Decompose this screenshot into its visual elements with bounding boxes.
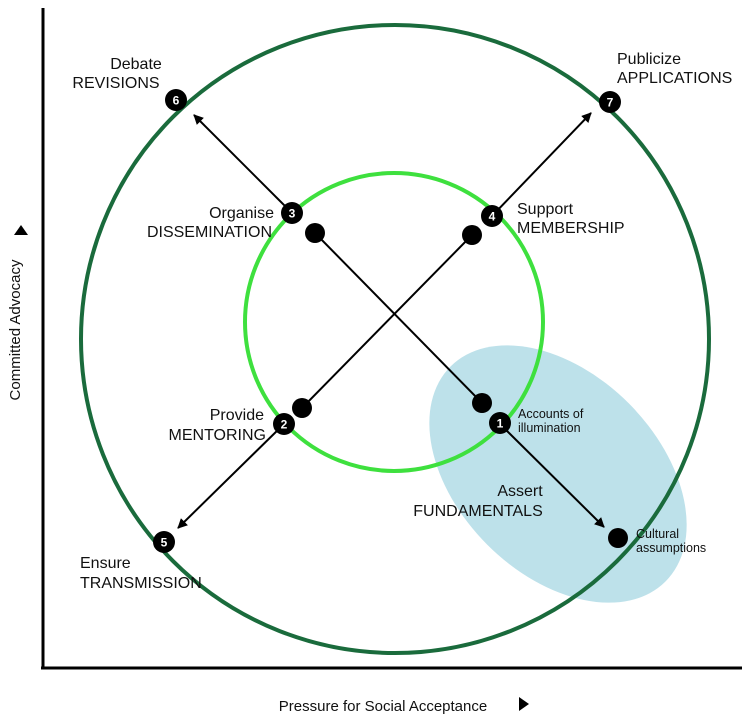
node-4-label-line-2: MEMBERSHIP	[517, 220, 625, 237]
arrow-2-to-5	[177, 423, 285, 529]
node-6: 6	[165, 89, 187, 111]
node-7-number: 7	[607, 96, 614, 110]
node-3-label-line-1: Organise	[209, 205, 274, 222]
node-4-label-line-1: Support	[517, 201, 574, 218]
inner-circle	[243, 171, 545, 473]
dot-lower-left	[292, 398, 312, 418]
node-3-number: 3	[289, 207, 296, 221]
node-2-label-line-2: MENTORING	[169, 427, 266, 444]
node-4: 4	[481, 205, 503, 227]
dot-upper-left	[305, 223, 325, 243]
node-3-label-line-2: DISSEMINATION	[147, 224, 272, 241]
y-axis-title: Committed Advocacy	[7, 259, 24, 400]
node-6-label-line-2: REVISIONS	[72, 75, 159, 92]
node-5-label-line-2: TRANSMISSION	[80, 575, 202, 592]
fundamentals-label-line-1: Assert	[497, 483, 543, 500]
node-1: 1	[489, 412, 511, 434]
arrow-3-to-6	[193, 114, 293, 214]
node-3: 3	[281, 202, 303, 224]
dot-cultural	[608, 528, 628, 548]
cultural-label-line-1: Cultural	[636, 527, 679, 541]
node-5-number: 5	[161, 536, 168, 550]
node-6-number: 6	[173, 94, 180, 108]
y-axis-label: Committed Advocacy	[7, 259, 24, 400]
dot-lower-right	[472, 393, 492, 413]
cultural-label-line-2: assumptions	[636, 541, 706, 555]
arrow-4-to-7	[491, 112, 592, 217]
node-7: 7	[599, 91, 621, 113]
node-1-number: 1	[497, 417, 504, 431]
node-1-label-line-2: illumination	[518, 421, 581, 435]
node-7-label-line-1: Publicize	[617, 51, 681, 68]
node-2-label-line-1: Provide	[210, 407, 264, 424]
node-6-label-line-1: Debate	[110, 56, 162, 73]
node-5-label-line-1: Ensure	[80, 555, 131, 572]
arrow-1-to-cultural	[499, 423, 605, 528]
diagonal-line-3-1	[314, 232, 483, 404]
node-2-number: 2	[281, 418, 288, 432]
node-2: 2	[273, 413, 295, 435]
highlight-ellipse	[429, 345, 687, 603]
y-axis-arrow-icon	[14, 225, 28, 235]
node-4-number: 4	[489, 210, 496, 224]
x-axis-arrow-icon	[519, 697, 529, 711]
outer-circle	[79, 23, 711, 655]
fundamentals-label-line-2: FUNDAMENTALS	[413, 503, 543, 520]
node-7-label-line-2: APPLICATIONS	[617, 70, 732, 87]
x-axis-title: Pressure for Social Acceptance	[279, 698, 487, 715]
diagonal-line-2-4	[301, 234, 473, 409]
node-5: 5	[153, 531, 175, 553]
node-1-label-line-1: Accounts of	[518, 407, 584, 421]
dot-upper-right	[462, 225, 482, 245]
